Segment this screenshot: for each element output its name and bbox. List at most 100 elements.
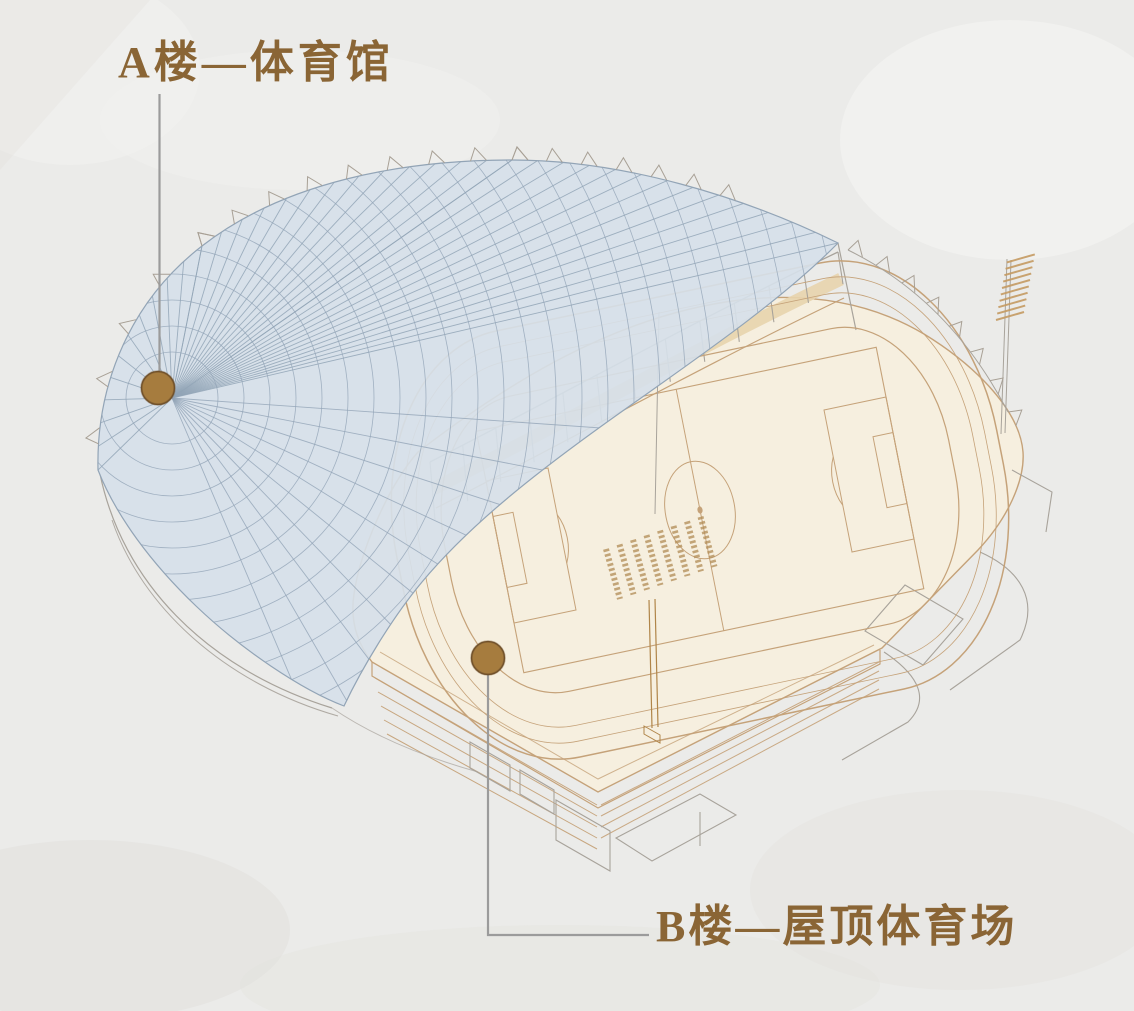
lower-structure <box>469 741 511 792</box>
floodlight-head <box>996 304 1026 315</box>
rim-tooth <box>580 151 598 167</box>
rim-tooth <box>948 320 963 339</box>
callout-a-marker-ring <box>140 370 176 406</box>
roof-rib <box>171 167 698 399</box>
roof-arc <box>97 160 531 706</box>
rim-tooth <box>926 296 940 315</box>
roof-rib <box>171 160 670 399</box>
roof-rib <box>171 182 752 399</box>
roof-rib <box>171 160 479 399</box>
rim-tooth <box>268 190 285 206</box>
goal-area-right <box>873 433 907 508</box>
rim-tooth <box>386 155 404 171</box>
roof-shell <box>97 159 840 707</box>
roof-rib <box>171 397 576 706</box>
floodlight-head <box>1000 285 1030 296</box>
roof-rib <box>171 208 247 399</box>
callout-annotations <box>140 94 649 937</box>
lower-structure <box>949 551 1029 691</box>
roof-rib <box>97 397 173 475</box>
roof-skirt-line <box>111 519 339 717</box>
louver-line <box>386 733 598 850</box>
rim-tooth <box>95 370 113 388</box>
floodlight-head <box>998 298 1027 309</box>
pole-base <box>643 725 661 744</box>
roof-skirt-line <box>331 707 479 773</box>
floodlight-panel <box>657 529 677 582</box>
roof-arc <box>97 160 635 706</box>
floodlight-head <box>1004 266 1033 277</box>
penalty-arc-left <box>557 514 572 563</box>
goal-area-left <box>493 512 527 587</box>
rim-tooth <box>152 273 171 287</box>
floodlight-head <box>999 291 1028 302</box>
roof-rib <box>171 221 225 399</box>
rim-tooth <box>231 209 249 224</box>
lower-structure <box>841 651 921 761</box>
roof-rib <box>171 397 463 706</box>
floodlight-head <box>1005 259 1034 270</box>
rim-tooth <box>685 173 702 190</box>
roof-rib <box>171 160 643 399</box>
roof-rib <box>171 233 839 399</box>
louver-line <box>600 661 880 806</box>
roof-rib <box>171 221 839 399</box>
floodlight-panel <box>643 534 664 587</box>
floodlight-panel <box>603 548 623 600</box>
roof-rib <box>171 160 398 399</box>
rim-tooth <box>84 427 100 445</box>
soccer-field <box>476 347 924 672</box>
lower-structure <box>555 799 611 872</box>
rim-tooth <box>470 146 487 162</box>
callout-a-label: A楼—体育馆 <box>118 38 394 87</box>
roof-arc <box>97 273 297 523</box>
roof-rib <box>171 397 522 706</box>
center-spot <box>697 506 703 514</box>
roof-arc <box>97 160 557 706</box>
roof-arc <box>97 160 583 706</box>
roof-rib <box>97 397 173 450</box>
roof-rib <box>171 160 588 399</box>
roof-arc <box>97 160 609 706</box>
louver-line <box>600 670 880 817</box>
roof-rib <box>171 200 805 399</box>
callout-b-marker-ring <box>470 640 506 676</box>
rim-tooth <box>346 164 363 180</box>
rim-tooth <box>989 377 1004 395</box>
rim-tooth <box>1007 409 1023 427</box>
rim-tooth <box>847 239 863 258</box>
roof-rib <box>171 211 830 399</box>
floodlight-pole <box>654 598 659 728</box>
louver-line <box>383 719 598 839</box>
roof-rib <box>171 160 615 399</box>
roof-arc <box>97 160 505 706</box>
rim-tooth <box>650 164 668 181</box>
callout-b-label: B楼—屋顶体育场 <box>656 902 1018 951</box>
floodlight-head <box>1002 272 1032 283</box>
louver-line <box>374 677 598 806</box>
floodlight-head <box>995 311 1025 321</box>
callout-a-marker <box>140 370 176 406</box>
rim-tooth <box>719 183 736 201</box>
roof-rib <box>171 191 778 399</box>
floodlight-panel <box>630 538 650 591</box>
roof-rib <box>171 160 506 399</box>
callout-b-line <box>486 674 649 937</box>
roof-rib <box>171 236 205 399</box>
roof-arc <box>97 299 271 497</box>
rim-tooth <box>615 156 633 173</box>
floodlight-panel <box>670 525 691 577</box>
roof-rib <box>171 253 185 399</box>
floodlight-panel <box>697 515 718 568</box>
rim-tooth <box>197 231 215 247</box>
lower-structure <box>614 793 738 862</box>
floodlight-panel <box>616 543 637 596</box>
louver-line <box>600 688 880 839</box>
roof-skirt-line <box>99 473 333 709</box>
roof-rib <box>171 397 400 706</box>
deck-edge-band <box>379 644 875 780</box>
floodlight-head <box>1001 279 1031 289</box>
callout-b-marker <box>470 640 506 676</box>
